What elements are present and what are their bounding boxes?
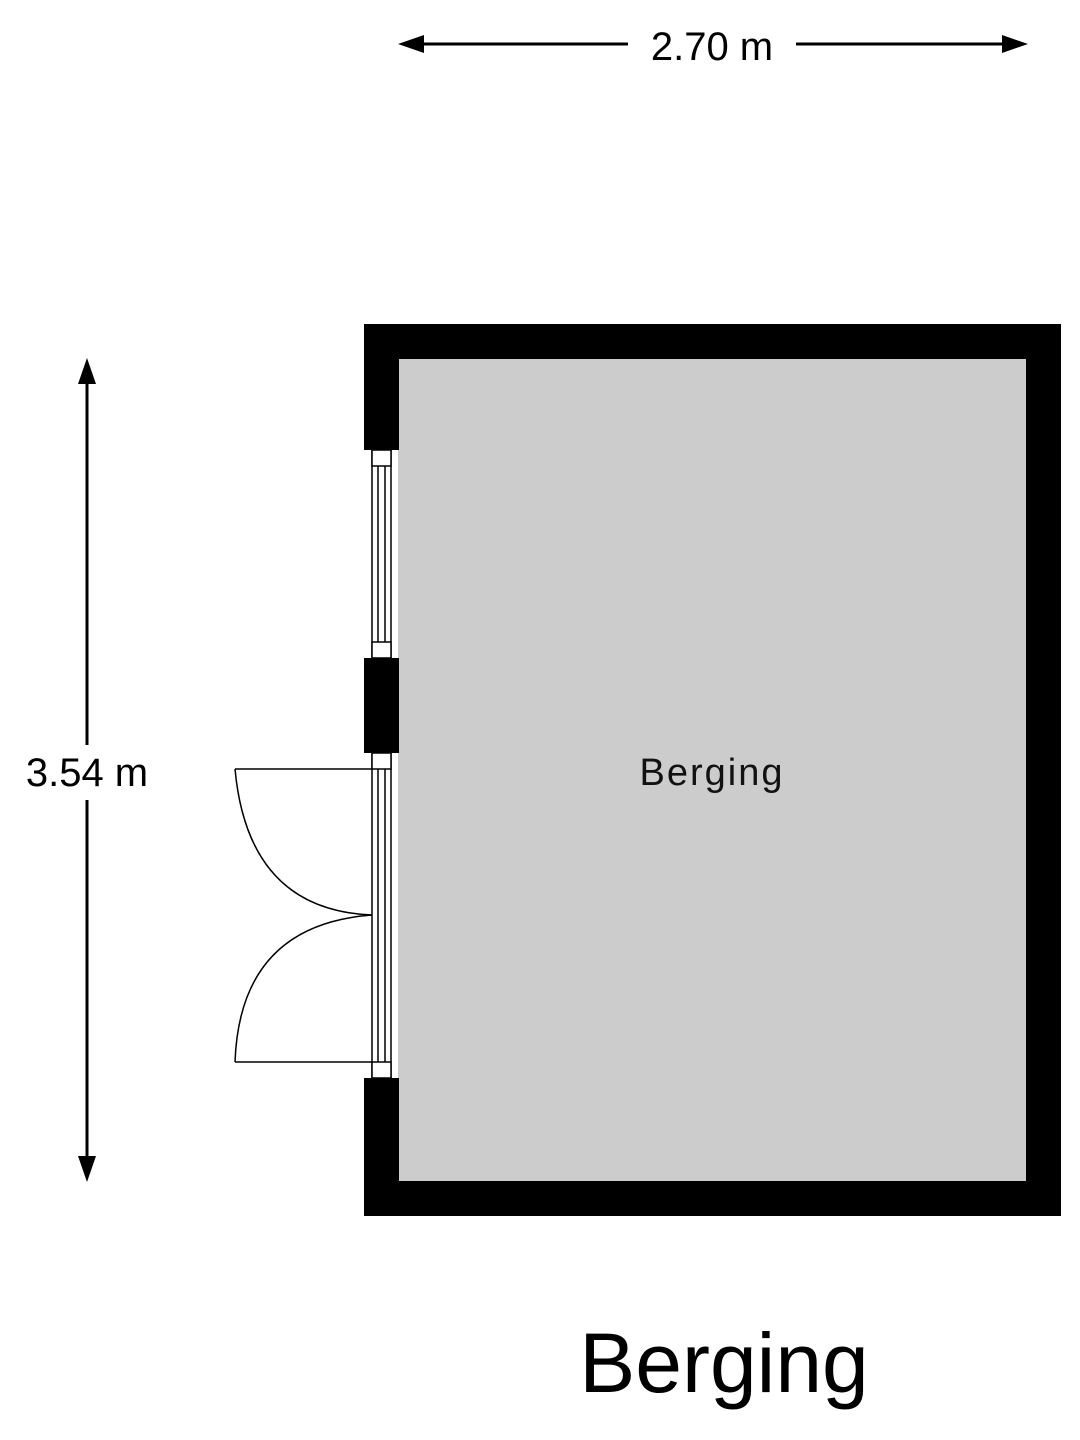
height-arrow-top-icon — [78, 358, 96, 384]
width-arrow-right-icon — [1002, 35, 1028, 53]
double-door — [234, 752, 392, 1079]
plan-title: Berging — [579, 1316, 869, 1410]
height-dimension-label: 3.54 m — [26, 751, 148, 795]
door-swing-lower — [234, 914, 373, 1063]
window-frame — [371, 449, 392, 659]
room-floor — [398, 358, 1028, 1182]
door-swing-upper — [234, 768, 373, 916]
room — [364, 324, 1061, 1216]
window-sill-bottom — [371, 641, 392, 659]
door-jamb-bottom — [371, 1061, 392, 1079]
width-arrow-left-icon — [398, 35, 424, 53]
height-arrow-bottom-icon — [78, 1156, 96, 1182]
wall-left-bottom — [364, 1078, 399, 1216]
wall-right — [1026, 324, 1061, 1216]
wall-left-top — [364, 324, 399, 450]
height-dimension: 3.54 m — [26, 358, 148, 1182]
window-sill-top — [371, 449, 392, 467]
window — [371, 449, 392, 659]
door-jamb-top — [371, 752, 392, 770]
width-dimension-label: 2.70 m — [651, 25, 773, 69]
wall-left-middle — [364, 658, 399, 753]
room-label: Berging — [640, 752, 785, 794]
door-frame — [371, 752, 392, 1079]
width-dimension: 2.70 m — [398, 25, 1028, 69]
wall-bottom — [364, 1181, 1061, 1216]
wall-top — [364, 324, 1061, 359]
